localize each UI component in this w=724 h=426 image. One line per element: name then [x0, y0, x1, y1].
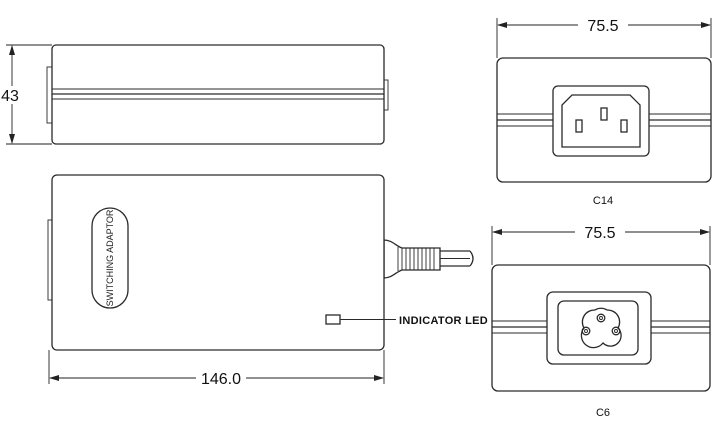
side-view-right-tab: [383, 79, 389, 111]
c6-pin-earth: [596, 313, 606, 323]
length-dimension: 146.0: [48, 350, 385, 388]
c6-pin-right: [611, 326, 621, 336]
c6-width-dimension: 75.5: [491, 221, 711, 265]
c14-pin-left: [575, 119, 583, 133]
cable-end: [469, 250, 474, 267]
side-view: [46, 44, 389, 145]
c6-socket-recess: [557, 300, 639, 356]
c14-width-label: 75.5: [587, 18, 618, 35]
c14-socket-frame: [552, 85, 650, 157]
side-view-left-tab: [46, 66, 53, 124]
c6-width-label: 75.5: [584, 225, 615, 242]
indicator-led-label: INDICATOR LED: [399, 315, 488, 327]
strain-relief: [383, 239, 441, 279]
c14-label: C14: [593, 195, 613, 207]
c6-label: C6: [596, 407, 610, 419]
c14-end-view: [496, 57, 712, 183]
length-dimension-label: 146.0: [201, 371, 241, 388]
c6-pin-left: [581, 326, 591, 336]
c14-width-dimension: 75.5: [496, 14, 712, 58]
height-dimension: 43: [0, 44, 52, 145]
c14-socket-opening: [561, 94, 641, 148]
top-view-left-tab: [47, 219, 53, 301]
c6-end-view: [491, 264, 711, 392]
c6-pin-left-inner: [584, 329, 588, 333]
c6-pin-right-inner: [614, 329, 618, 333]
c6-socket-frame: [546, 291, 652, 365]
badge-text: SWITCHING ADAPTOR: [105, 209, 115, 306]
c14-pin-right: [620, 119, 628, 133]
strain-relief-ribs: [397, 247, 435, 271]
top-view: SWITCHING ADAPTOR INDICATOR LED: [47, 174, 488, 351]
c14-pin-earth: [600, 107, 608, 121]
badge-outline: [91, 207, 129, 309]
c6-pin-earth-inner: [599, 316, 603, 320]
height-dimension-label: 43: [1, 88, 19, 105]
